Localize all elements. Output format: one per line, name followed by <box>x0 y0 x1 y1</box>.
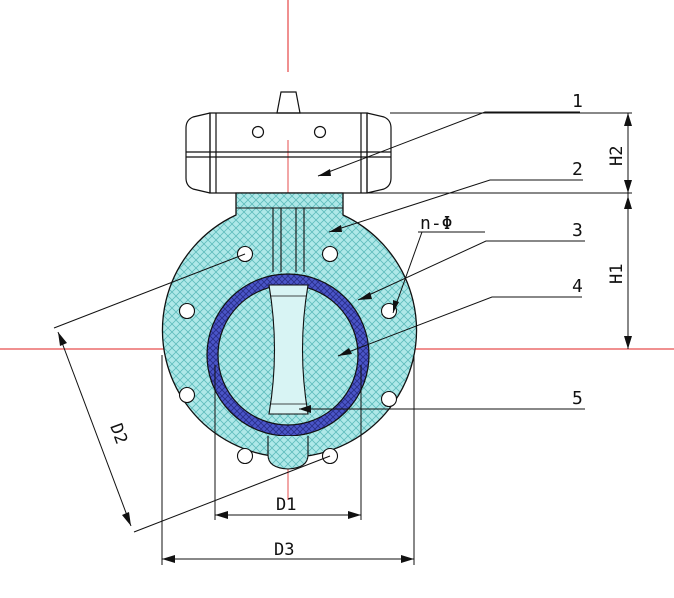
dim-d3: D3 <box>274 540 294 560</box>
bolt-hole <box>380 302 398 320</box>
callout-2: 2 <box>572 159 583 180</box>
d2-arrow <box>122 512 131 526</box>
bolt-hole <box>321 245 339 263</box>
lower-stem <box>267 436 309 470</box>
d1-arrow <box>348 511 361 519</box>
height-arrows <box>624 113 632 349</box>
callout-3: 3 <box>572 220 583 241</box>
valve-disc <box>268 284 309 415</box>
d3-arrow <box>162 555 175 563</box>
bolt-hole <box>178 302 196 320</box>
leader-lines <box>299 111 585 410</box>
actuator-body <box>185 112 392 194</box>
bolt-hole-spec: n-Φ <box>420 213 453 234</box>
callout-5: 5 <box>572 388 583 409</box>
height-dimensions <box>345 112 632 349</box>
d2-arrow <box>58 332 67 346</box>
leader-arrows <box>299 169 399 413</box>
bolt-hole <box>236 447 254 465</box>
d1-arrow <box>215 511 228 519</box>
bolt-hole <box>380 390 398 408</box>
d3-arrow <box>401 555 414 563</box>
valve-stem <box>236 207 343 272</box>
dim-h2: H2 <box>607 146 627 166</box>
dim-d2: D2 <box>105 421 131 447</box>
dim-h1: H1 <box>607 264 627 284</box>
d2-dimension <box>53 253 331 533</box>
actuator-nub <box>276 91 301 114</box>
dim-d1: D1 <box>276 495 296 515</box>
callout-1: 1 <box>572 91 583 112</box>
callout-4: 4 <box>572 276 583 297</box>
d1-dimension <box>214 365 362 520</box>
d3-dimension <box>161 355 415 565</box>
bolt-hole <box>178 386 196 404</box>
